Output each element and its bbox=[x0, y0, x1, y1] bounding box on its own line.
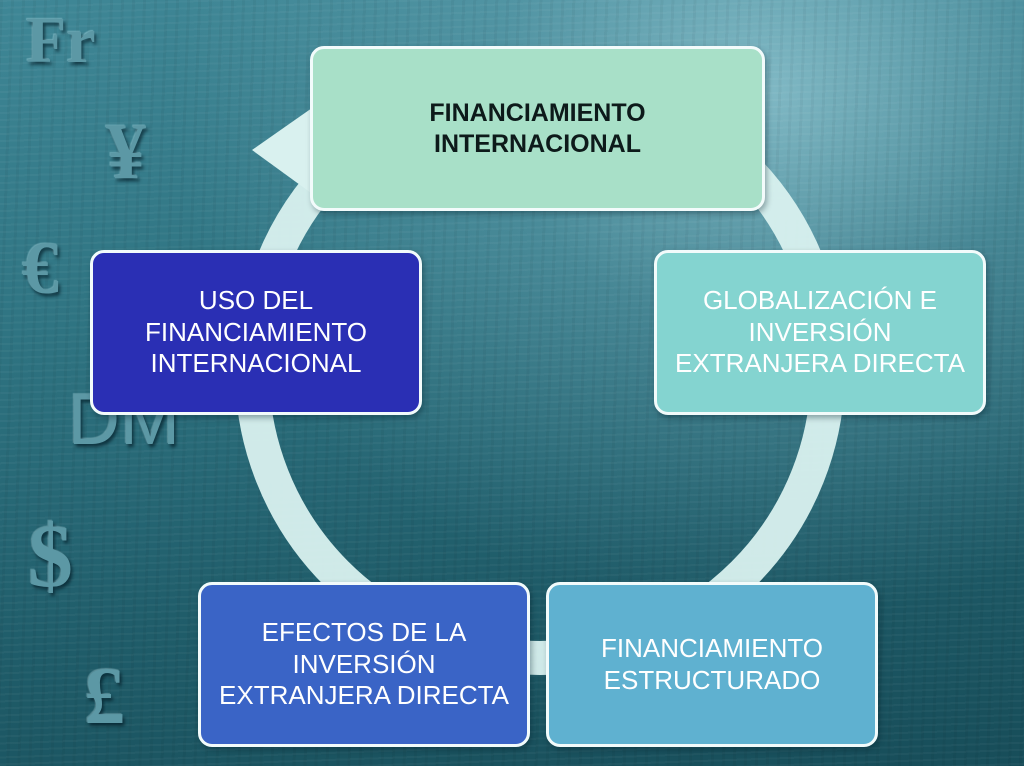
euro-symbol: € bbox=[22, 228, 59, 310]
yen-symbol: ¥ bbox=[106, 108, 146, 196]
node-efectos: EFECTOS DE LA INVERSIÓN EXTRANJERA DIREC… bbox=[198, 582, 530, 747]
franc-symbol: Fr bbox=[26, 4, 96, 77]
node-financiamiento-estructurado: FINANCIAMIENTO ESTRUCTURADO bbox=[546, 582, 878, 747]
node-label: FINANCIAMIENTO ESTRUCTURADO bbox=[601, 632, 823, 695]
node-globalizacion: GLOBALIZACIÓN E INVERSIÓN EXTRANJERA DIR… bbox=[654, 250, 986, 415]
node-label: FINANCIAMIENTO INTERNACIONAL bbox=[429, 99, 646, 158]
cycle-arrowhead-icon bbox=[252, 108, 318, 198]
node-label: GLOBALIZACIÓN E INVERSIÓN EXTRANJERA DIR… bbox=[675, 284, 965, 379]
node-label: USO DEL FINANCIAMIENTO INTERNACIONAL bbox=[145, 284, 367, 379]
node-label: EFECTOS DE LA INVERSIÓN EXTRANJERA DIREC… bbox=[219, 616, 509, 711]
node-uso: USO DEL FINANCIAMIENTO INTERNACIONAL bbox=[90, 250, 422, 415]
pound-symbol: £ bbox=[84, 650, 125, 741]
node-financiamiento-internacional: FINANCIAMIENTO INTERNACIONAL bbox=[310, 46, 765, 211]
dollar-symbol: $ bbox=[28, 507, 73, 606]
